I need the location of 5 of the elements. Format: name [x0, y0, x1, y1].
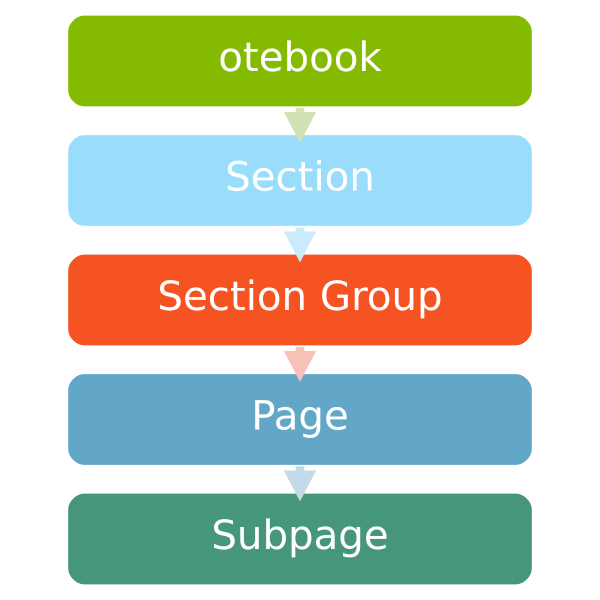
node-box: Subpage	[65, 490, 535, 588]
node-box: Page	[65, 371, 535, 468]
node-box: Section	[65, 132, 535, 229]
node-box: Section Group	[65, 252, 535, 348]
node-box: otebook	[65, 12, 535, 110]
